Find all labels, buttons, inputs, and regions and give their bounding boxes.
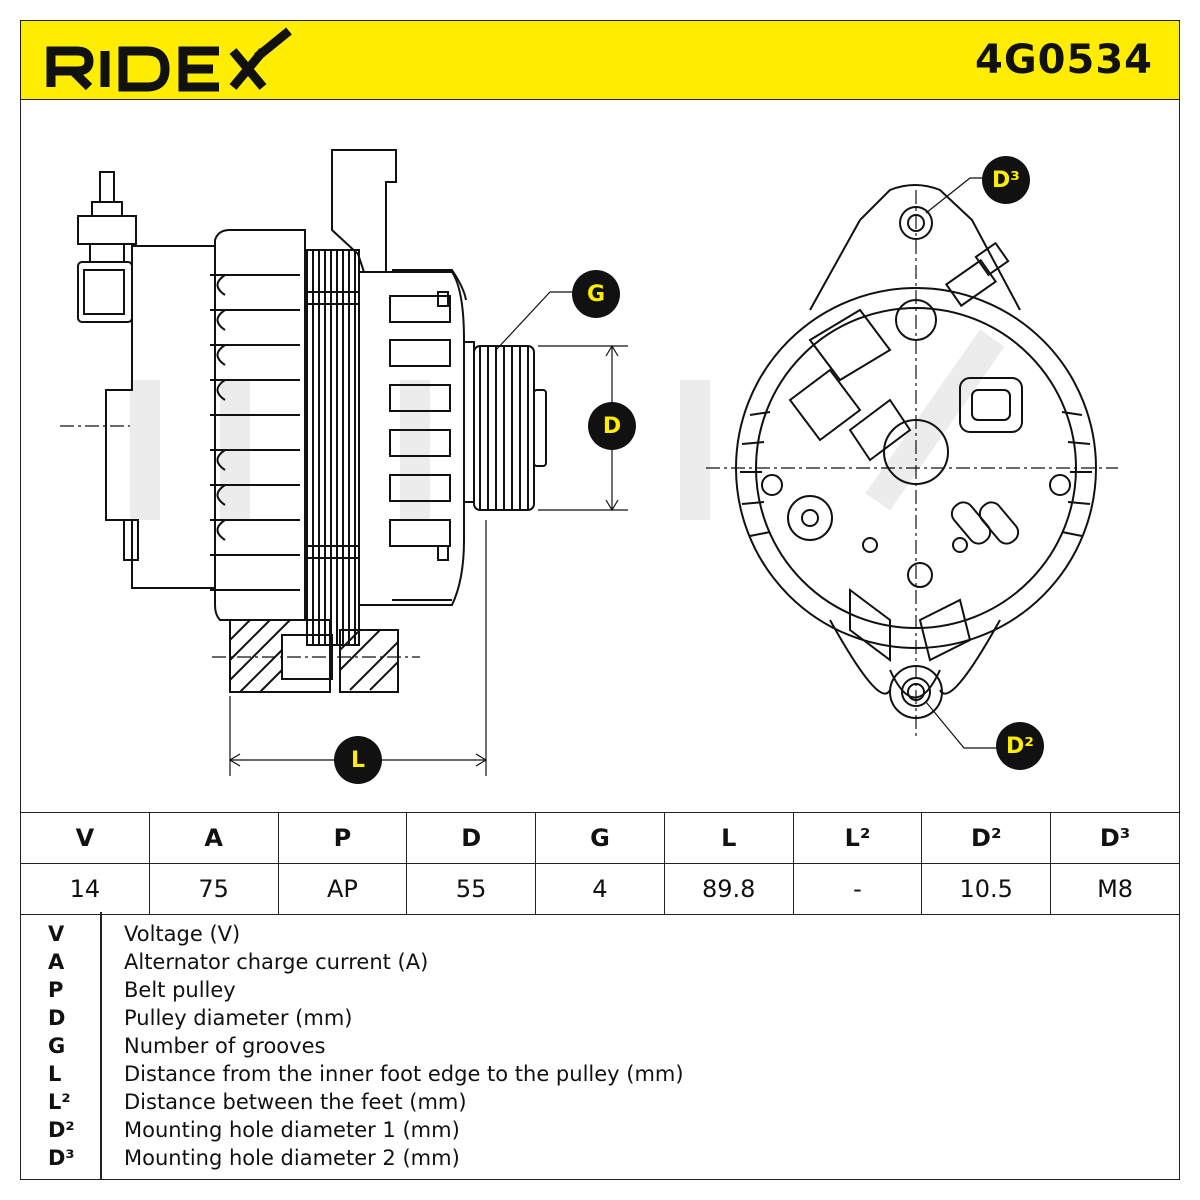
spec-header: A — [148, 812, 279, 864]
spec-value: AP — [277, 863, 408, 915]
legend-key: P — [48, 978, 64, 1002]
spec-header: P — [277, 812, 408, 864]
front-centerlines — [706, 190, 1118, 738]
technical-drawing: G D L D³ D² — [20, 100, 1180, 812]
legend-key: D² — [48, 1118, 75, 1142]
legend-key: A — [48, 950, 65, 974]
spec-value: 10.5 — [921, 863, 1052, 915]
legend-text: Alternator charge current (A) — [124, 950, 429, 974]
spec-header: D² — [921, 812, 1052, 864]
callout-l: L — [334, 736, 382, 784]
front-leaders — [925, 177, 998, 749]
legend: V Voltage (V) A Alternator charge curren… — [20, 912, 1180, 1180]
legend-key: V — [48, 922, 65, 946]
alternator-drawing — [60, 149, 1118, 776]
spec-header: D — [406, 812, 537, 864]
watermark — [130, 329, 1005, 520]
spec-header-row: V A P D G L L² D² D³ — [20, 812, 1180, 864]
spec-header: L² — [792, 812, 923, 864]
legend-text: Pulley diameter (mm) — [124, 1006, 353, 1030]
legend-text: Mounting hole diameter 1 (mm) — [124, 1118, 460, 1142]
spec-header: L — [663, 812, 794, 864]
callout-g: G — [572, 270, 620, 318]
spec-value: 4 — [535, 863, 665, 915]
spec-value-row: 14 75 AP 55 4 89.8 - 10.5 M8 — [20, 863, 1180, 915]
side-dimensions — [60, 291, 628, 776]
callout-d3: D³ — [982, 156, 1030, 204]
part-number: 4G0534 — [975, 37, 1153, 83]
brand-logo — [46, 27, 292, 92]
legend-divider — [100, 912, 102, 1180]
spec-header: D³ — [1050, 812, 1180, 864]
header-bar: 4G0534 — [20, 20, 1180, 100]
legend-text: Distance between the feet (mm) — [124, 1090, 467, 1114]
spec-value: 89.8 — [663, 863, 794, 915]
spec-value: M8 — [1050, 863, 1180, 915]
callout-d2: D² — [996, 722, 1044, 770]
legend-key: D³ — [48, 1146, 75, 1170]
legend-key: L — [48, 1062, 62, 1086]
legend-text: Voltage (V) — [124, 922, 241, 946]
legend-key: L² — [48, 1090, 71, 1114]
side-view — [77, 149, 547, 693]
legend-key: D — [48, 1006, 66, 1030]
legend-text: Belt pulley — [124, 978, 236, 1002]
spec-value: 14 — [20, 863, 150, 915]
callout-d: D — [588, 402, 636, 450]
spec-table: V A P D G L L² D² D³ 14 75 AP 55 4 89.8 … — [20, 812, 1180, 915]
spec-value: 55 — [406, 863, 537, 915]
spec-value: - — [792, 863, 923, 915]
legend-text: Number of grooves — [124, 1034, 326, 1058]
legend-text: Distance from the inner foot edge to the… — [124, 1062, 684, 1086]
spec-value: 75 — [148, 863, 279, 915]
legend-text: Mounting hole diameter 2 (mm) — [124, 1146, 460, 1170]
legend-key: G — [48, 1034, 66, 1058]
spec-header: V — [20, 812, 150, 864]
spec-header: G — [535, 812, 665, 864]
